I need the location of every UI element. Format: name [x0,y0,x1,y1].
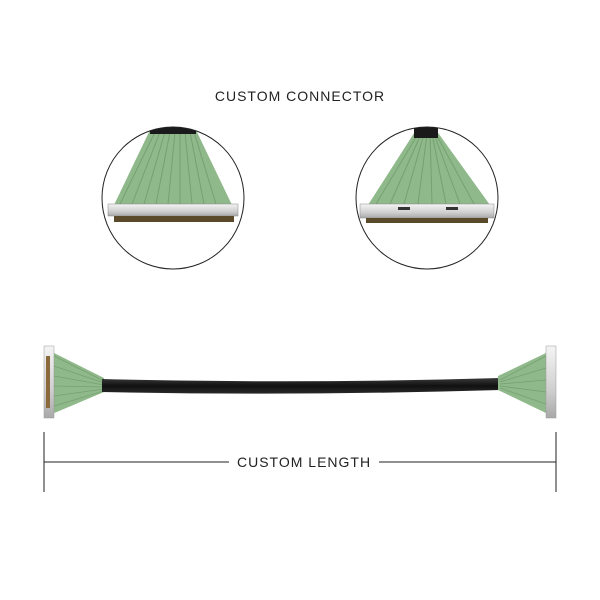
right-connector-closeup [355,126,499,270]
full-cable [43,345,557,419]
custom-length-label: CUSTOM LENGTH [229,454,380,470]
left-connector-closeup [101,126,245,270]
custom-connector-title: CUSTOM CONNECTOR [214,88,386,104]
